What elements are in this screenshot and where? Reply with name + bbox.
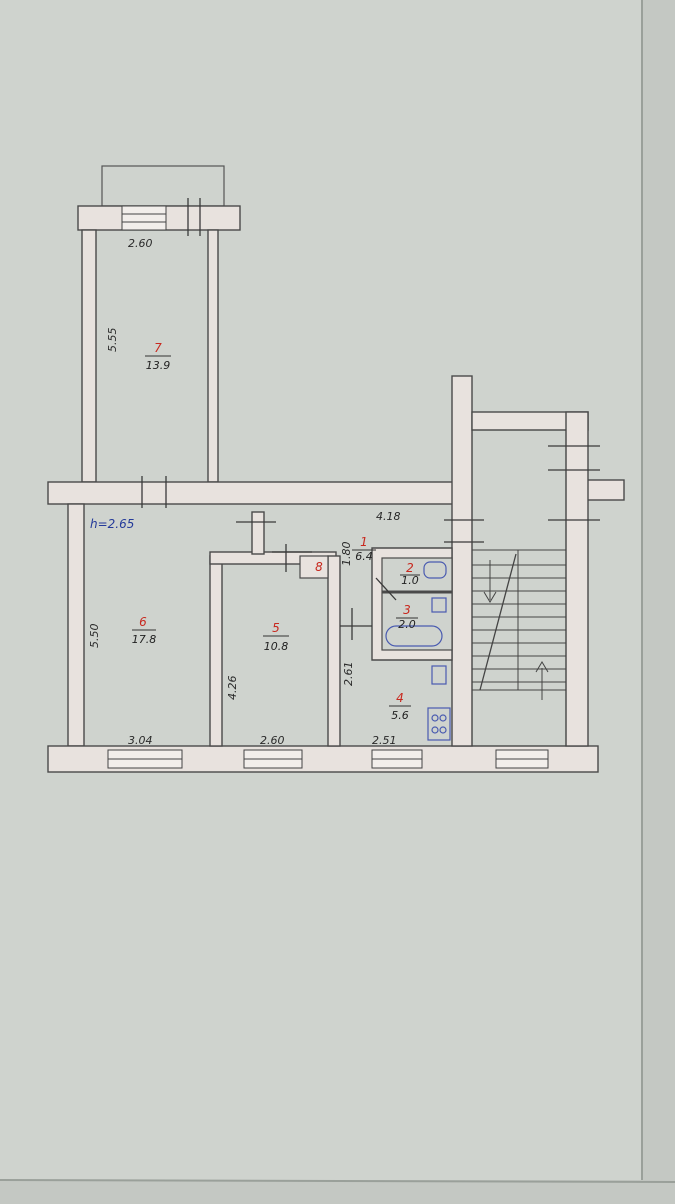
dim-room7-width: 2.60	[128, 237, 153, 250]
room-area: 10.8	[264, 640, 289, 653]
room-2[interactable]: 2 1.0	[400, 561, 420, 587]
room-number: 4	[396, 691, 404, 705]
room-area: 17.8	[132, 633, 157, 646]
dim-room6-width: 3.04	[128, 734, 153, 747]
sink-icon	[431, 597, 447, 613]
bathtub-icon	[385, 625, 443, 647]
dim-room4-width: 2.51	[372, 734, 397, 747]
wall-room6-room5	[209, 555, 223, 747]
bathroom-interior	[381, 557, 453, 651]
dim-room6-length: 5.50	[88, 624, 101, 649]
window-room7	[121, 205, 167, 231]
room-area: 1.0	[401, 574, 419, 587]
room-3[interactable]: 3 2.0	[396, 603, 418, 631]
dim-hall-length: 4.18	[376, 510, 401, 523]
room-6[interactable]: 6 17.8	[132, 615, 157, 646]
paper-sheet	[0, 0, 642, 1180]
wall-main-horizontal	[47, 481, 471, 505]
windows	[107, 205, 549, 769]
dim-room7-length: 5.55	[106, 328, 119, 353]
room-number: 5	[272, 621, 280, 635]
ceiling-height-note: h=2.65	[90, 517, 134, 531]
wall-room7-right	[207, 229, 219, 483]
room-area: 2.0	[398, 618, 416, 631]
kitchen-sink-icon	[431, 665, 447, 685]
room-area: 5.6	[391, 709, 409, 722]
room-1[interactable]: 1 6.4	[352, 535, 376, 563]
room-7[interactable]: 7 13.9	[145, 341, 171, 372]
wall-room5-room4	[327, 555, 341, 747]
dim-room5-width: 2.60	[260, 734, 285, 747]
toilet-icon	[423, 561, 447, 579]
room-4[interactable]: 4 5.6	[389, 691, 411, 722]
dimension-labels: 2.60 5.55 5.50 3.04 4.26 2.60 2.61 2.51 …	[88, 237, 401, 747]
dim-room4-length: 2.61	[342, 662, 355, 687]
room-number: 2	[406, 561, 414, 575]
room-number: 3	[403, 603, 411, 617]
wall-left-outer	[67, 503, 85, 747]
wall-room7-left	[81, 229, 97, 483]
sheet-bottom-edge	[0, 1179, 675, 1183]
staircase[interactable]	[471, 429, 567, 747]
room-area: 13.9	[146, 359, 171, 372]
room-number: 7	[154, 341, 162, 355]
stove-icon	[427, 707, 451, 741]
door-marks	[141, 198, 600, 640]
room-8[interactable]: 8	[315, 560, 323, 574]
room-labels: 7 13.9 6 17.8 5 10.8 4 5.6 1 6.4	[132, 341, 420, 722]
room-number: 6	[139, 615, 147, 629]
room-5[interactable]: 5 10.8	[263, 621, 289, 653]
wall-left-of-stair	[451, 375, 473, 747]
closet-8	[299, 555, 329, 579]
room-number: 8	[315, 560, 323, 574]
wall-stair-right	[565, 411, 589, 747]
room-area: 6.4	[355, 550, 373, 563]
dim-hall-width: 1.80	[340, 542, 353, 567]
wall-hall-stub	[251, 511, 265, 555]
room-number: 1	[360, 535, 368, 549]
sanitary-fixtures	[385, 561, 451, 741]
dim-room5-length: 4.26	[226, 676, 239, 701]
